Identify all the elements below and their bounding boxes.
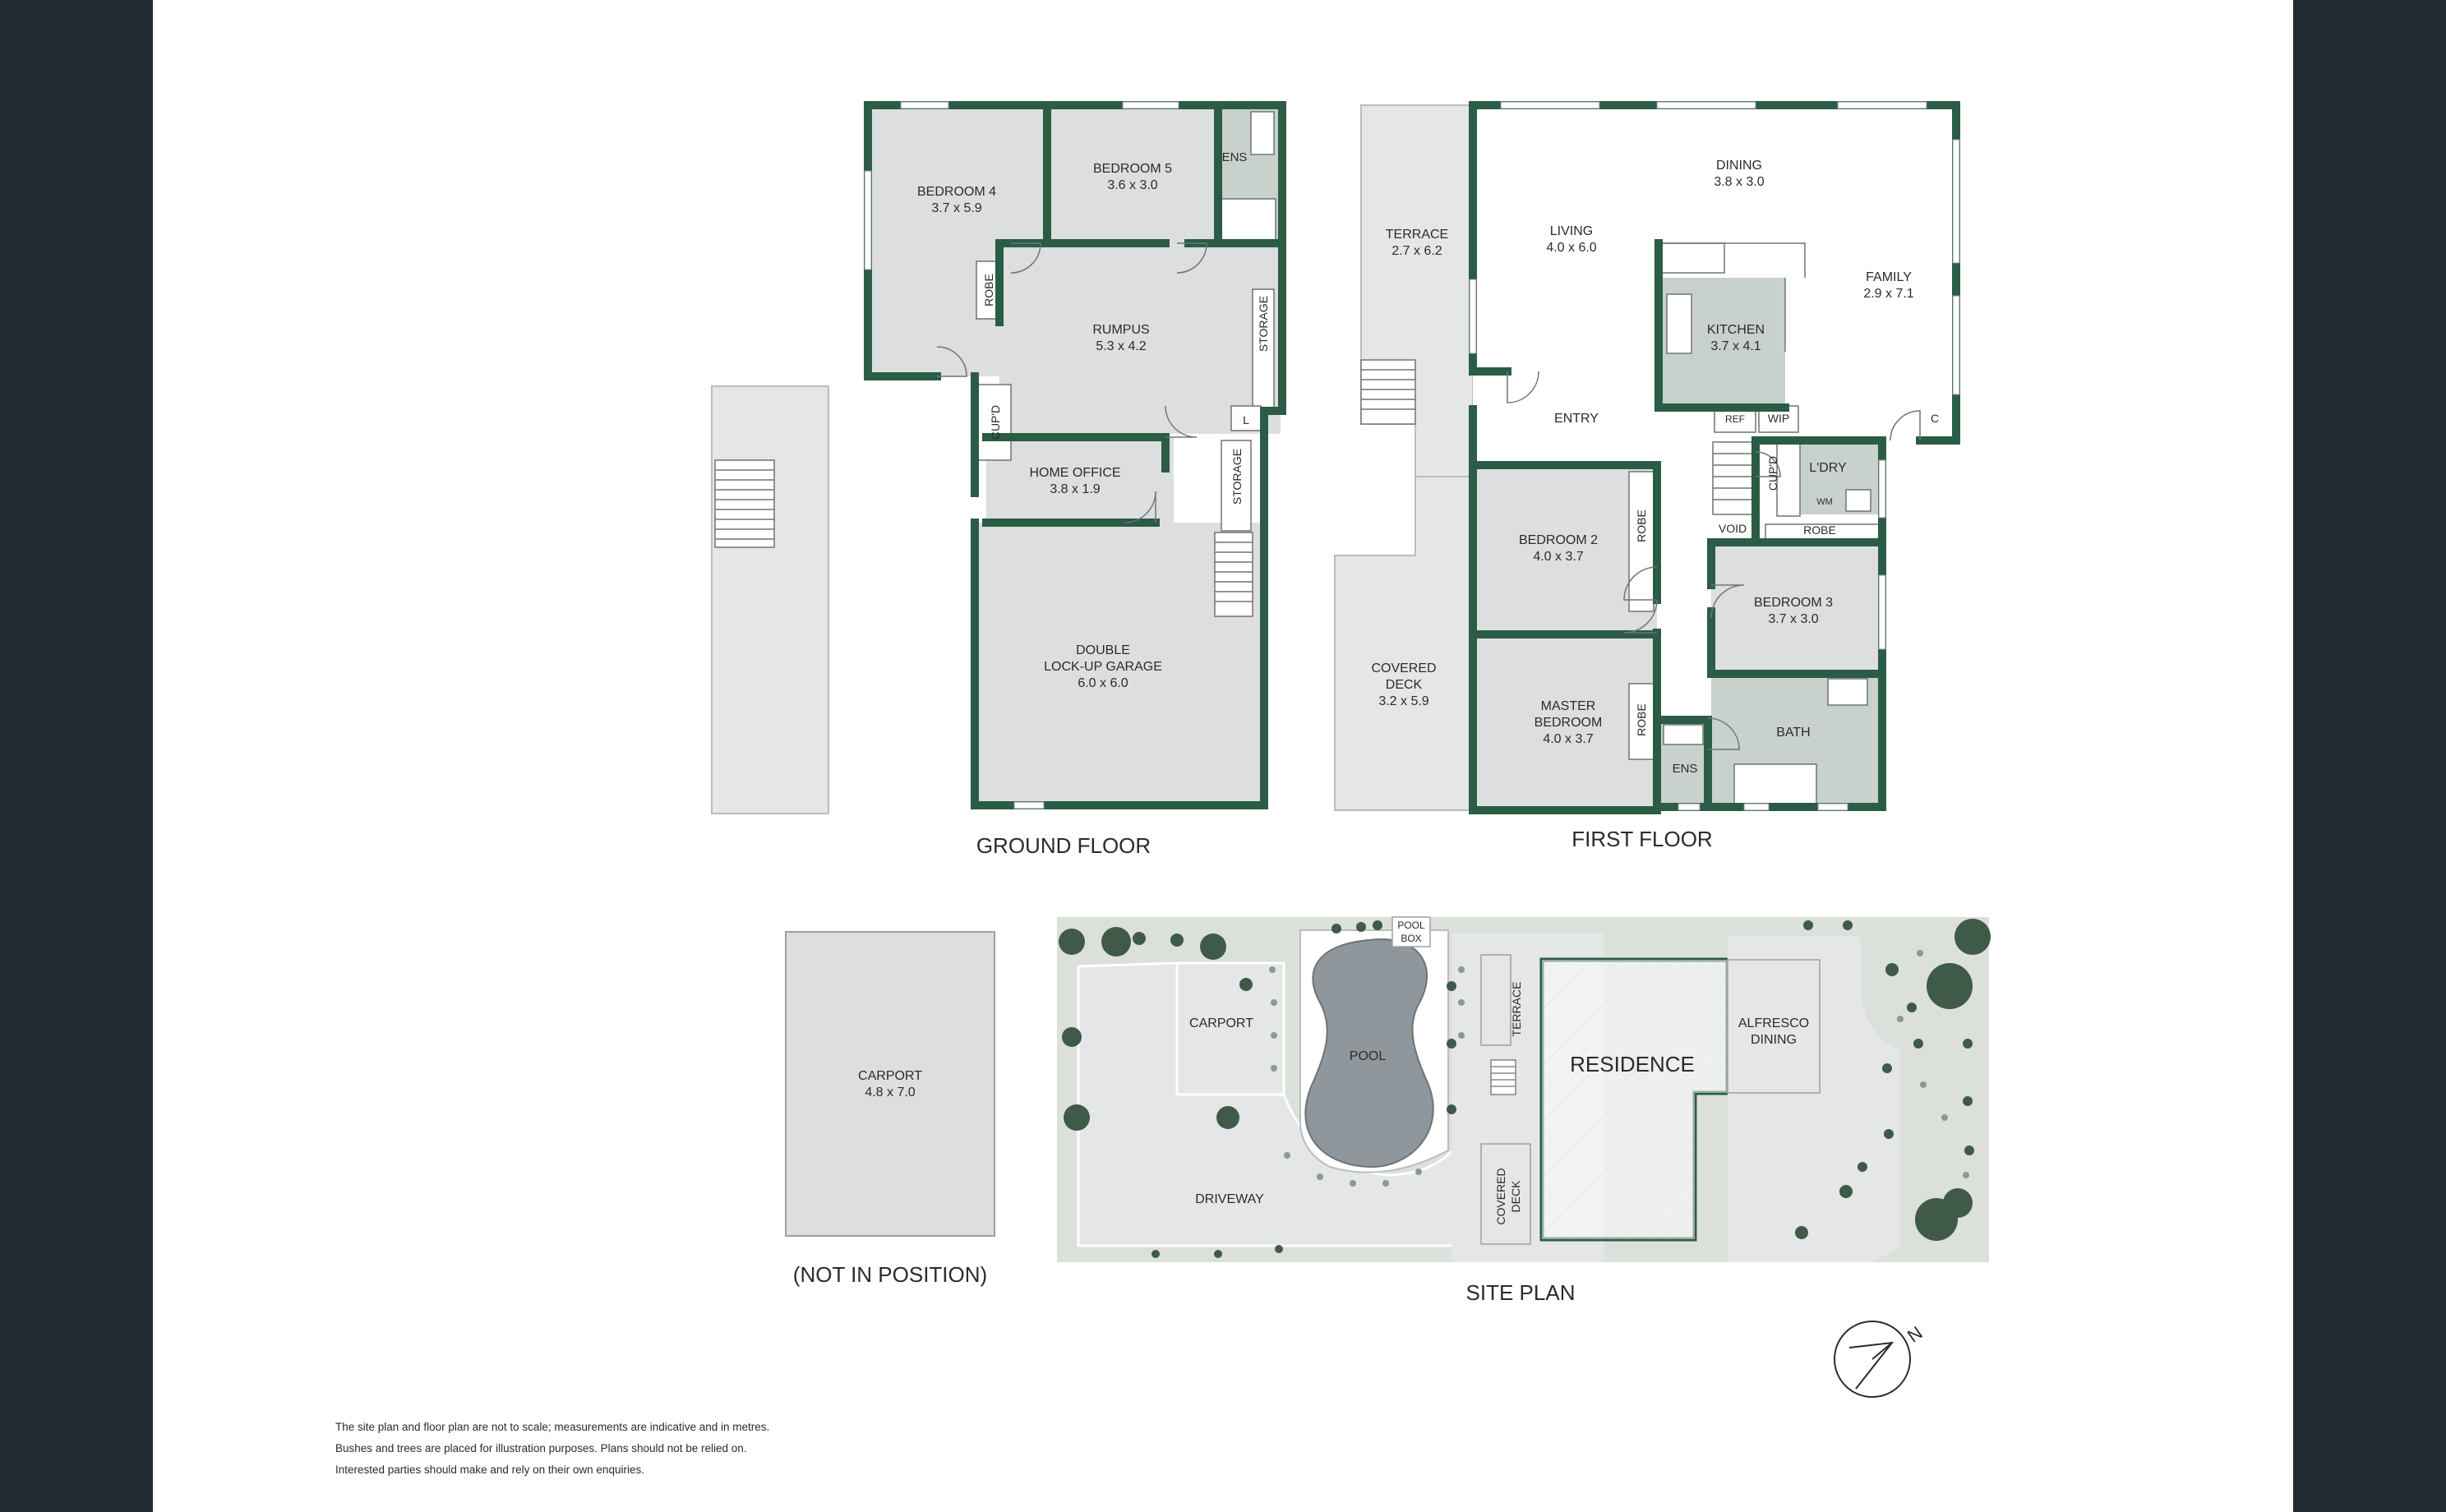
label-dining: DINING — [1716, 159, 1762, 173]
label-robe-bedroom-3: ROBE — [1803, 523, 1836, 537]
size-living: 4.0 x 6.0 — [1546, 241, 1596, 255]
pool-box — [1391, 916, 1431, 947]
label-ground-storage-upper: STORAGE — [1257, 296, 1270, 352]
disclaimer-line: The site plan and floor plan are not to … — [335, 1421, 770, 1433]
size-rumpus: 5.3 x 4.2 — [1096, 339, 1146, 353]
first-floor-windows — [1469, 101, 1960, 811]
label-ground-robe: ROBE — [982, 274, 995, 307]
label-carport-separate: CARPORT — [858, 1069, 922, 1083]
label-wip: WIP — [1768, 412, 1789, 425]
label-site-covered-deck-2: DECK — [1509, 1180, 1522, 1213]
terrace-stairs — [1360, 359, 1416, 425]
label-alfresco-2: DINING — [1751, 1033, 1797, 1047]
label-home-office: HOME OFFICE — [1029, 466, 1120, 480]
size-family: 2.9 x 7.1 — [1863, 287, 1913, 301]
size-garage: 6.0 x 6.0 — [1078, 676, 1128, 690]
label-rumpus: RUMPUS — [1092, 323, 1149, 337]
label-first-cupd: CUP'D — [1766, 456, 1779, 491]
ground-outdoor-stairs — [714, 459, 775, 548]
ground-internal-stairs — [1214, 532, 1253, 617]
site-trees — [1059, 919, 1991, 1258]
disclaimer: The site plan and floor plan are not to … — [335, 1417, 769, 1481]
label-cupboard-c: C — [1931, 412, 1939, 425]
label-site-terrace: TERRACE — [1510, 982, 1523, 1037]
label-alfresco-1: ALFRESCO — [1738, 1016, 1809, 1030]
floor-plan-sheet: BEDROOM 4 3.7 x 5.9 BEDROOM 5 3.6 x 3.0 … — [153, 0, 2293, 1512]
label-laundry: L'DRY — [1809, 461, 1847, 475]
label-ground-linen: L — [1243, 413, 1249, 426]
floor-plan-drawing: BEDROOM 4 3.7 x 5.9 BEDROOM 5 3.6 x 3.0 … — [711, 101, 1991, 1398]
label-master: MASTER — [1541, 699, 1596, 713]
label-bedroom-2: BEDROOM 2 — [1519, 533, 1598, 547]
site-carport — [1175, 961, 1285, 1096]
site-plan-title: SITE PLAN — [1466, 1280, 1576, 1305]
label-driveway: DRIVEWAY — [1195, 1192, 1264, 1206]
label-ground-ens: ENS — [1222, 150, 1248, 164]
site-plan: POOL BOX CARPORT POOL TERRACE RESIDENCE … — [1057, 916, 1991, 1305]
label-living: LIVING — [1550, 224, 1593, 238]
ground-floor-plan: BEDROOM 4 3.7 x 5.9 BEDROOM 5 3.6 x 3.0 … — [711, 101, 1286, 858]
label-site-covered-deck-1: COVERED — [1494, 1168, 1507, 1224]
label-master-2: BEDROOM — [1535, 716, 1603, 730]
label-terrace: TERRACE — [1386, 228, 1448, 242]
label-bedroom-5: BEDROOM 5 — [1093, 162, 1172, 176]
label-garage-line-2: LOCK-UP GARAGE — [1044, 660, 1162, 674]
first-floor-void-stairs — [1712, 441, 1756, 515]
label-pool-box-2: BOX — [1401, 933, 1421, 944]
label-ground-cupd: CUP'D — [989, 405, 1002, 440]
label-covered-deck-2: DECK — [1386, 678, 1423, 692]
label-not-in-position: (NOT IN POSITION) — [793, 1262, 987, 1287]
label-site-pool: POOL — [1350, 1049, 1387, 1063]
label-family: FAMILY — [1866, 270, 1912, 284]
label-void: VOID — [1719, 522, 1747, 535]
size-bedroom-4: 3.7 x 5.9 — [931, 201, 981, 215]
size-home-office: 3.8 x 1.9 — [1050, 482, 1100, 496]
label-site-carport: CARPORT — [1189, 1016, 1253, 1030]
size-kitchen: 3.7 x 4.1 — [1710, 339, 1761, 353]
label-garage-line-1: DOUBLE — [1076, 643, 1130, 657]
label-kitchen: KITCHEN — [1707, 323, 1765, 337]
label-ref: REF — [1725, 413, 1745, 425]
label-first-ens: ENS — [1673, 762, 1698, 776]
ground-floor-doors — [936, 242, 1207, 523]
first-floor-plan: DINING 3.8 x 3.0 LIVING 4.0 x 6.0 TERRAC… — [1334, 101, 1960, 851]
label-pool-box-1: POOL — [1397, 920, 1425, 931]
ground-stair-slab — [711, 385, 829, 814]
pool-shape — [1304, 938, 1434, 1169]
disclaimer-line: Bushes and trees are placed for illustra… — [335, 1442, 747, 1454]
size-dining: 3.8 x 3.0 — [1714, 175, 1764, 189]
driveway-area — [1077, 961, 1461, 1247]
first-floor-doors — [1507, 371, 1921, 750]
carport-not-in-position: CARPORT 4.8 x 7.0 (NOT IN POSITION) — [785, 931, 995, 1287]
ground-floor-title: GROUND FLOOR — [976, 833, 1151, 858]
size-terrace: 2.7 x 6.2 — [1391, 244, 1442, 258]
label-bedroom-3: BEDROOM 3 — [1754, 596, 1833, 610]
size-bedroom-2: 4.0 x 3.7 — [1533, 550, 1583, 564]
label-residence: RESIDENCE — [1570, 1052, 1695, 1076]
ground-floor-windows — [864, 101, 1179, 809]
label-entry: ENTRY — [1554, 412, 1599, 426]
site-terrace — [1480, 954, 1511, 1046]
label-bedroom-4: BEDROOM 4 — [917, 185, 996, 199]
size-bedroom-3: 3.7 x 3.0 — [1768, 612, 1818, 626]
label-bath: BATH — [1776, 726, 1810, 740]
size-bedroom-5: 3.6 x 3.0 — [1107, 178, 1157, 192]
disclaimer-line: Interested parties should make and rely … — [335, 1464, 644, 1476]
first-floor-title: FIRST FLOOR — [1571, 827, 1712, 851]
site-alfresco — [1727, 959, 1821, 1094]
size-covered-deck: 3.2 x 5.9 — [1378, 694, 1428, 708]
north-arrow-icon: N — [1834, 1321, 1926, 1398]
label-ground-storage-lower: STORAGE — [1230, 449, 1244, 505]
label-washing-machine: WM — [1816, 497, 1833, 507]
label-covered-deck: COVERED — [1371, 662, 1436, 675]
label-robe-bedroom-2: ROBE — [1635, 509, 1648, 542]
size-master: 4.0 x 3.7 — [1543, 732, 1593, 746]
label-robe-master: ROBE — [1635, 703, 1648, 736]
site-covered-deck — [1480, 1143, 1531, 1245]
size-carport-separate: 4.8 x 7.0 — [865, 1086, 915, 1099]
